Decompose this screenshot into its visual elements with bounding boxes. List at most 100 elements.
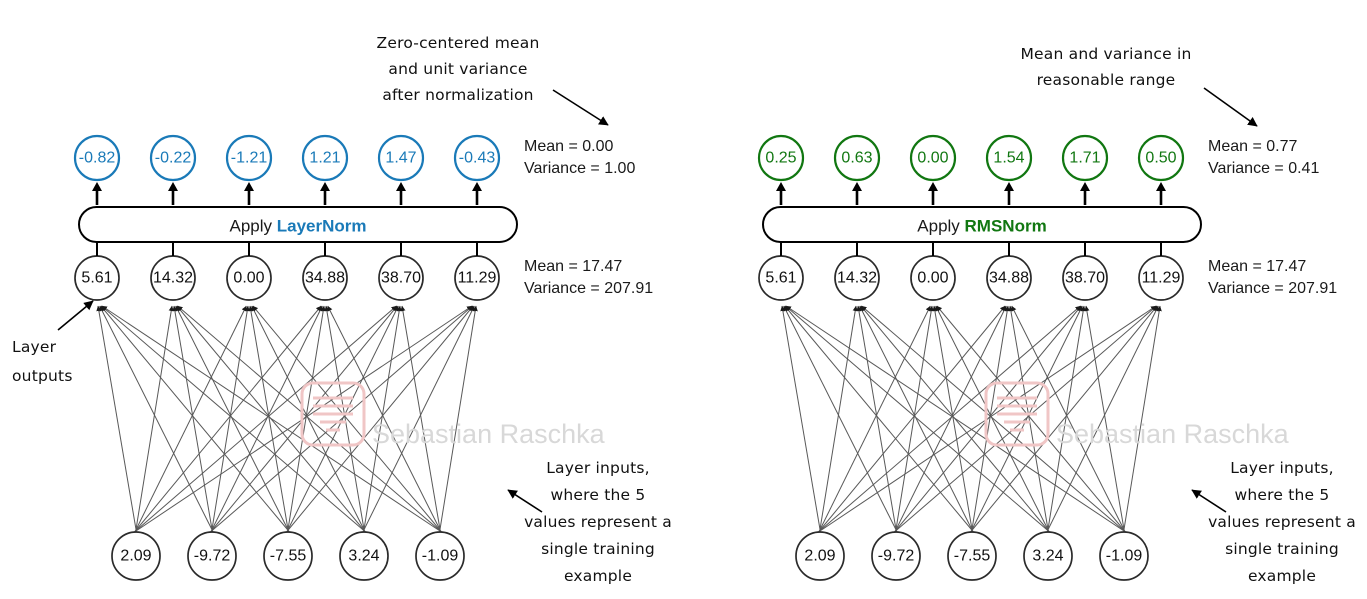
input-node-value: -1.09 bbox=[1106, 548, 1143, 565]
connection-edge bbox=[101, 305, 444, 534]
connection-edge bbox=[1008, 305, 1050, 534]
connection-edge bbox=[175, 305, 291, 534]
connection-edge bbox=[286, 305, 326, 534]
connection-edge bbox=[817, 305, 1006, 534]
connection-edge bbox=[133, 305, 247, 534]
output-node[interactable]: -1.21 bbox=[225, 134, 273, 182]
input-node[interactable]: 3.24 bbox=[339, 531, 389, 581]
connection-edge bbox=[935, 305, 1051, 534]
output-node[interactable]: 1.54 bbox=[985, 134, 1033, 182]
output-node[interactable]: 0.63 bbox=[833, 134, 881, 182]
output-node-value: 0.50 bbox=[1145, 150, 1176, 167]
upward-arrow bbox=[928, 182, 938, 205]
connection-edge bbox=[134, 305, 174, 534]
hidden-node[interactable]: 11.29 bbox=[454, 255, 500, 301]
connection-edge bbox=[99, 305, 215, 534]
watermark-text: Sebastian Raschka bbox=[372, 419, 606, 449]
connection-edge bbox=[1046, 305, 1086, 534]
connection-edge bbox=[251, 305, 367, 534]
input-node[interactable]: -7.55 bbox=[947, 531, 997, 581]
input-node[interactable]: -9.72 bbox=[871, 531, 921, 581]
connection-edge bbox=[285, 305, 474, 534]
apply-box-rmsnorm[interactable]: Apply RMSNorm bbox=[762, 206, 1202, 243]
output-node-value: -0.82 bbox=[79, 150, 116, 167]
input-node-value: -7.55 bbox=[954, 548, 991, 565]
connection-edge bbox=[1011, 305, 1127, 534]
connection-edge bbox=[252, 305, 443, 534]
hidden-node[interactable]: 0.00 bbox=[910, 255, 956, 301]
output-node[interactable]: -0.22 bbox=[149, 134, 197, 182]
hidden-node-value: 0.00 bbox=[917, 270, 948, 287]
output-node[interactable]: 0.25 bbox=[757, 134, 805, 182]
hidden-node[interactable]: 0.00 bbox=[226, 255, 272, 301]
stats-hidden-layernorm: Mean = 17.47 Variance = 207.91 bbox=[524, 258, 653, 297]
connection-edge bbox=[362, 305, 402, 534]
output-node[interactable]: 0.50 bbox=[1137, 134, 1185, 182]
output-node-value: 0.25 bbox=[765, 150, 796, 167]
output-node[interactable]: 1.71 bbox=[1061, 134, 1109, 182]
connection-edge bbox=[859, 305, 975, 534]
input-node[interactable]: -1.09 bbox=[1099, 531, 1149, 581]
input-node[interactable]: 2.09 bbox=[111, 531, 161, 581]
output-node[interactable]: -0.82 bbox=[73, 134, 121, 182]
connection-edge bbox=[101, 305, 368, 534]
connection-edge bbox=[1122, 305, 1162, 534]
upward-arrow bbox=[244, 182, 254, 205]
input-node[interactable]: -9.72 bbox=[187, 531, 237, 581]
apply-accent-label: RMSNorm bbox=[965, 216, 1047, 235]
hidden-node[interactable]: 14.32 bbox=[150, 255, 196, 301]
stats-hidden-rmsnorm: Mean = 17.47 Variance = 207.91 bbox=[1208, 258, 1337, 297]
connection-edge bbox=[970, 305, 1010, 534]
input-node[interactable]: 3.24 bbox=[1023, 531, 1073, 581]
connection-edge bbox=[132, 305, 397, 534]
input-node-value: 2.09 bbox=[804, 548, 835, 565]
upward-arrow bbox=[472, 182, 482, 205]
output-node[interactable]: -0.43 bbox=[453, 134, 501, 182]
hidden-node[interactable]: 5.61 bbox=[758, 255, 804, 301]
upward-arrow bbox=[1080, 182, 1090, 205]
nodes-group: 5.61 14.32 0.00 34.88 38.70 11.29 0.25 0.63 0.00… bbox=[757, 134, 1185, 581]
apply-box-layernorm[interactable]: Apply LayerNorm bbox=[78, 206, 518, 243]
output-node[interactable]: 0.00 bbox=[909, 134, 957, 182]
connection-edge bbox=[324, 305, 366, 534]
hidden-node-value: 5.61 bbox=[765, 270, 796, 287]
input-node[interactable]: -1.09 bbox=[415, 531, 465, 581]
connection-edge bbox=[936, 305, 1127, 534]
output-node[interactable]: 1.21 bbox=[301, 134, 349, 182]
nodes-group: 5.61 14.32 0.00 34.88 38.70 11.29 -0.82 -0.22 -1… bbox=[73, 134, 501, 581]
hidden-node-value: 11.29 bbox=[1142, 270, 1181, 287]
connection-edge bbox=[248, 305, 290, 534]
hidden-node[interactable]: 5.61 bbox=[74, 255, 120, 301]
output-node-value: 0.63 bbox=[841, 150, 872, 167]
connection-edge bbox=[892, 305, 1157, 534]
hidden-node-value: 34.88 bbox=[989, 270, 1029, 287]
connection-edge bbox=[860, 305, 1051, 534]
connection-edge bbox=[894, 305, 934, 534]
connection-edge bbox=[780, 305, 822, 534]
hidden-node[interactable]: 34.88 bbox=[986, 255, 1032, 301]
input-node[interactable]: -7.55 bbox=[263, 531, 313, 581]
hidden-node-value: 14.32 bbox=[153, 270, 193, 287]
svg-text:Mean = 0.00: Mean = 0.00 bbox=[524, 138, 614, 155]
hidden-node-value: 0.00 bbox=[233, 270, 264, 287]
output-node[interactable]: 1.47 bbox=[377, 134, 425, 182]
connection-edge bbox=[969, 305, 1083, 534]
hidden-node[interactable]: 14.32 bbox=[834, 255, 880, 301]
input-node[interactable]: 2.09 bbox=[795, 531, 845, 581]
hidden-node[interactable]: 38.70 bbox=[1062, 255, 1108, 301]
apply-box-label: Apply LayerNorm bbox=[229, 216, 366, 235]
output-node-value: 1.21 bbox=[309, 150, 340, 167]
output-node-value: -0.43 bbox=[459, 150, 496, 167]
hidden-node[interactable]: 38.70 bbox=[378, 255, 424, 301]
svg-text:Variance = 0.41: Variance = 0.41 bbox=[1208, 160, 1319, 177]
hidden-node[interactable]: 11.29 bbox=[1138, 255, 1184, 301]
input-node-value: -7.55 bbox=[270, 548, 307, 565]
upward-arrow bbox=[92, 182, 102, 205]
connection-edge bbox=[783, 305, 899, 534]
hidden-node[interactable]: 34.88 bbox=[302, 255, 348, 301]
connection-edge bbox=[177, 305, 444, 534]
